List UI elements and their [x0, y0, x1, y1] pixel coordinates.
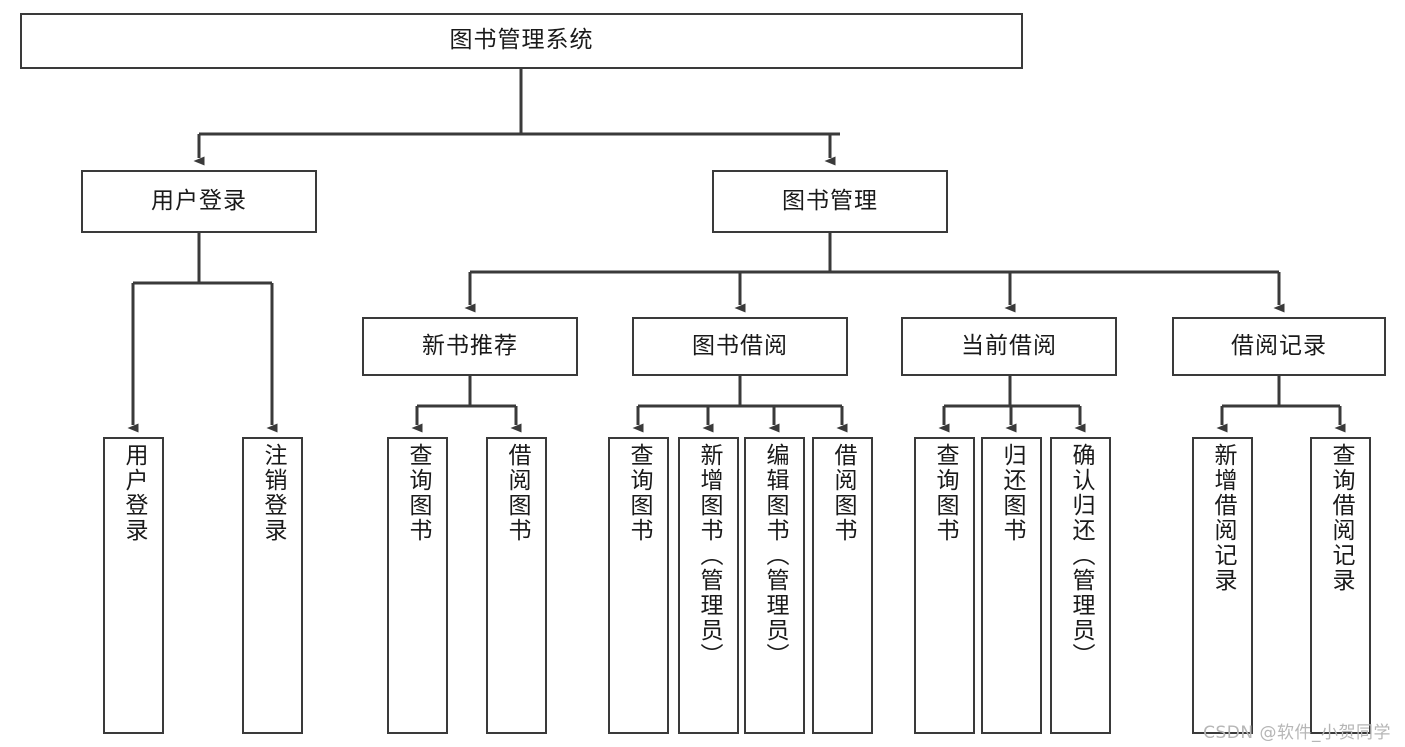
node-leaf-confirm-return[interactable]: 确认归还（管理员）	[1050, 437, 1111, 734]
node-root[interactable]: 图书管理系统	[20, 13, 1023, 69]
node-leaf-logout-login-label: 注销登录	[259, 443, 286, 543]
node-new-book-recommend[interactable]: 新书推荐	[362, 317, 578, 376]
node-leaf-add-book[interactable]: 新增图书（管理员）	[678, 437, 739, 734]
node-leaf-user-login-label: 用户登录	[120, 443, 147, 543]
node-leaf-user-login[interactable]: 用户登录	[103, 437, 164, 734]
node-borrow-record-label: 借阅记录	[1231, 332, 1327, 359]
node-leaf-edit-book[interactable]: 编辑图书（管理员）	[744, 437, 805, 734]
node-current-borrow-label: 当前借阅	[961, 332, 1057, 359]
node-leaf-query-book-1-label: 查询图书	[404, 443, 431, 543]
node-leaf-query-book-2[interactable]: 查询图书	[608, 437, 669, 734]
node-leaf-edit-book-label: 编辑图书（管理员）	[761, 443, 788, 668]
node-book-manage[interactable]: 图书管理	[712, 170, 948, 233]
node-leaf-query-record-label: 查询借阅记录	[1327, 443, 1354, 593]
node-user-login[interactable]: 用户登录	[81, 170, 317, 233]
node-leaf-query-record[interactable]: 查询借阅记录	[1310, 437, 1371, 734]
node-leaf-query-book-2-label: 查询图书	[625, 443, 652, 543]
node-borrow-record[interactable]: 借阅记录	[1172, 317, 1386, 376]
node-leaf-return-book-label: 归还图书	[998, 443, 1025, 543]
node-leaf-borrow-book-2-label: 借阅图书	[829, 443, 856, 543]
node-leaf-query-book-3-label: 查询图书	[931, 443, 958, 543]
node-leaf-confirm-return-label: 确认归还（管理员）	[1067, 443, 1094, 668]
node-current-borrow[interactable]: 当前借阅	[901, 317, 1117, 376]
node-new-book-recommend-label: 新书推荐	[422, 332, 518, 359]
node-root-label: 图书管理系统	[449, 27, 594, 54]
node-leaf-return-book[interactable]: 归还图书	[981, 437, 1042, 734]
node-leaf-query-book-3[interactable]: 查询图书	[914, 437, 975, 734]
node-leaf-add-record[interactable]: 新增借阅记录	[1192, 437, 1253, 734]
node-leaf-borrow-book-2[interactable]: 借阅图书	[812, 437, 873, 734]
node-leaf-query-book-1[interactable]: 查询图书	[387, 437, 448, 734]
node-leaf-add-record-label: 新增借阅记录	[1209, 443, 1236, 593]
node-leaf-borrow-book-1[interactable]: 借阅图书	[486, 437, 547, 734]
node-leaf-logout-login[interactable]: 注销登录	[242, 437, 303, 734]
node-leaf-add-book-label: 新增图书（管理员）	[695, 443, 722, 668]
node-user-login-label: 用户登录	[151, 187, 247, 214]
node-leaf-borrow-book-1-label: 借阅图书	[503, 443, 530, 543]
node-book-borrow-label: 图书借阅	[692, 332, 788, 359]
node-book-manage-label: 图书管理	[782, 187, 878, 214]
node-book-borrow[interactable]: 图书借阅	[632, 317, 848, 376]
